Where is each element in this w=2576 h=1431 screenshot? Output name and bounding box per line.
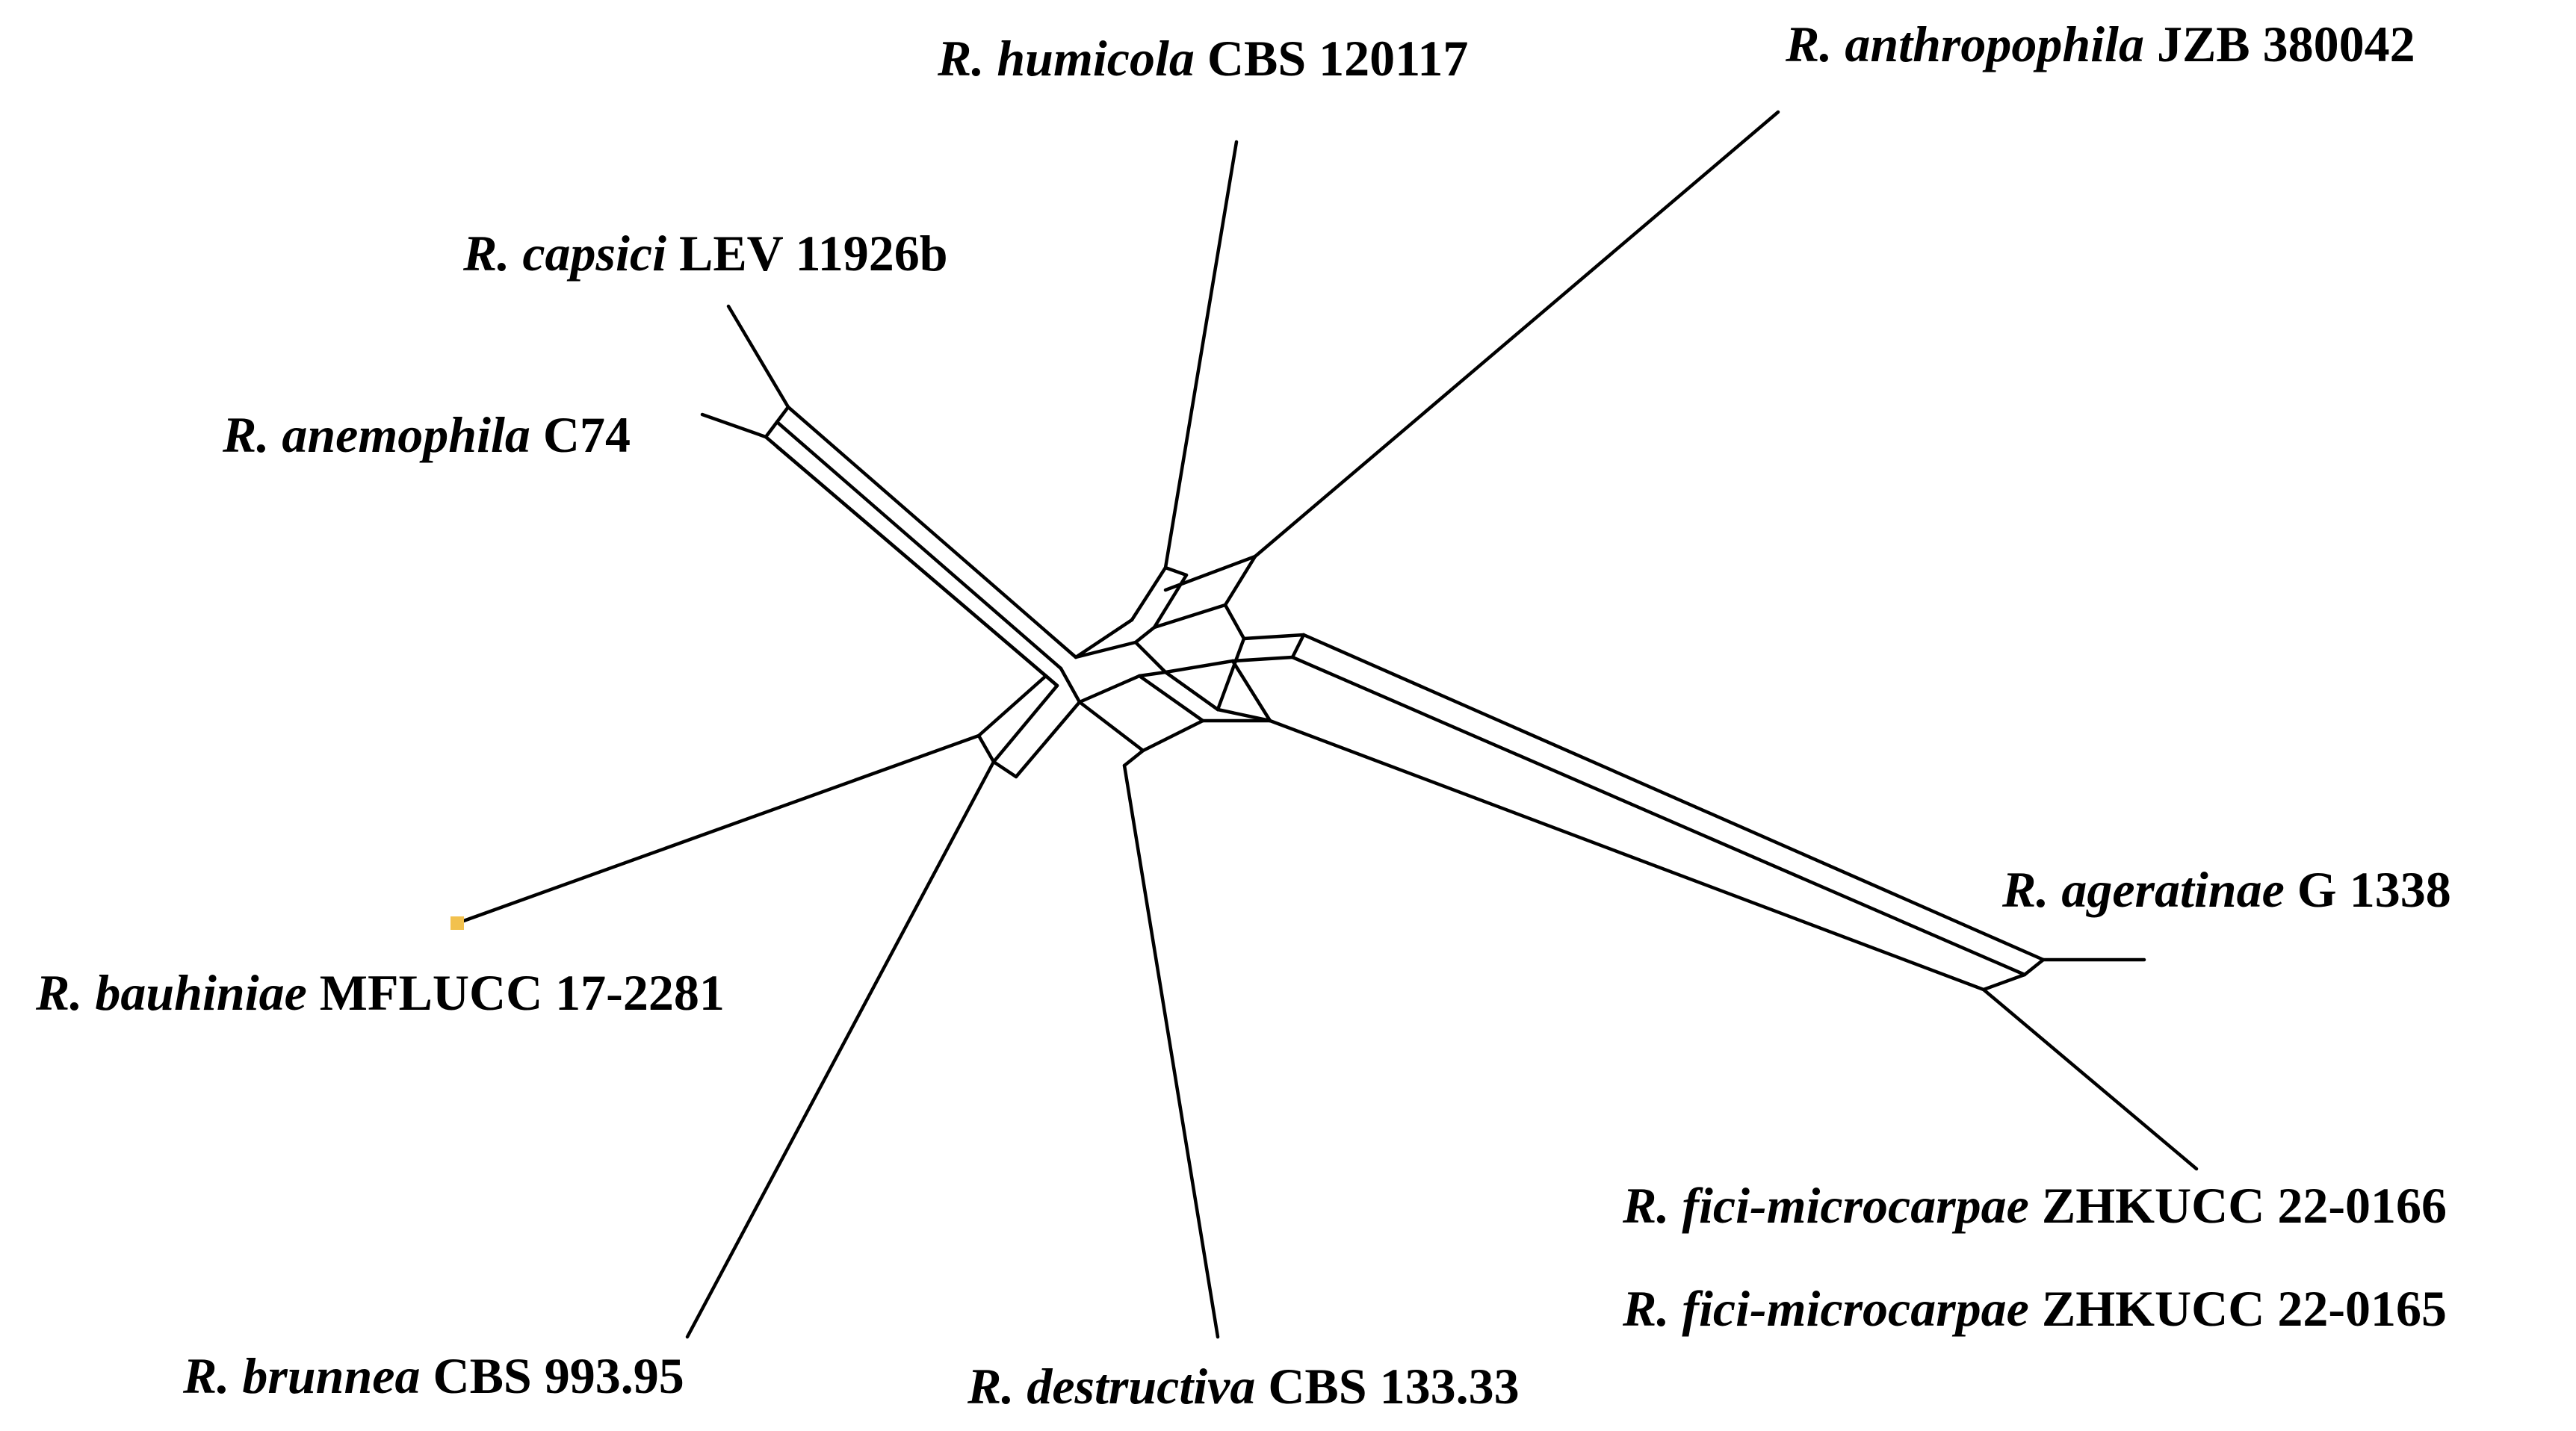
label-humicola-strain: CBS 120117	[1207, 30, 1469, 87]
edge-left-box-1	[976, 674, 1048, 738]
edge-center-16	[1242, 633, 1306, 641]
edge-humicola-box	[1163, 565, 1189, 577]
edge-center-17	[1290, 633, 1306, 659]
edge-right-bundle-2	[1290, 655, 2027, 977]
edge-center-10	[1137, 674, 1205, 723]
label-ageratinae-strain: G 1338	[2297, 861, 2451, 918]
edge-destructiva-split	[1122, 748, 1145, 768]
edge-right-bundle-1	[1301, 633, 2046, 962]
label-fici-166: R. fici-microcarpae ZHKUCC 22-0166	[1623, 1180, 2447, 1231]
edge-center-5	[1133, 625, 1157, 645]
label-capsici-strain: LEV 11926b	[678, 225, 948, 282]
edge-capsici-tip	[726, 304, 790, 409]
label-bauhiniae-strain: MFLUCC 17-2281	[319, 964, 725, 1021]
edge-anthropophila-tip	[1253, 110, 1780, 559]
edge-left-box-3	[976, 733, 996, 764]
edge-center-4	[1074, 640, 1138, 659]
label-capsici: R. capsici LEV 11926b	[463, 228, 948, 279]
edge-center-2	[1059, 666, 1082, 704]
edge-center-11	[1141, 718, 1205, 753]
label-anthropophila: R. anthropophila JZB 380042	[1786, 19, 2415, 69]
label-bauhiniae: R. bauhiniae MFLUCC 17-2281	[36, 967, 725, 1018]
label-ageratinae-genus: R. ageratinae	[2002, 861, 2285, 918]
label-brunnea-strain: CBS 993.95	[433, 1347, 684, 1404]
label-fici-165-strain: ZHKUCC 22-0165	[2041, 1280, 2447, 1337]
label-destructiva-genus: R. destructiva	[967, 1358, 1256, 1415]
edge-humicola-tip	[1163, 140, 1239, 570]
label-anthropophila-genus: R. anthropophila	[1786, 16, 2144, 72]
edge-anthropophila-d	[1223, 603, 1246, 641]
label-anemophila-strain: C74	[542, 406, 631, 463]
label-destructiva-strain: CBS 133.33	[1268, 1358, 1520, 1415]
edge-right-join-1	[2022, 957, 2046, 977]
label-destructiva: R. destructiva CBS 133.33	[967, 1361, 1520, 1412]
edge-center-12	[1163, 670, 1220, 712]
label-humicola-genus: R. humicola	[938, 30, 1195, 87]
label-ageratinae: R. ageratinae G 1338	[2002, 864, 2451, 915]
edge-center-9	[1077, 700, 1145, 753]
edge-center-1	[1074, 618, 1134, 659]
edge-bundle-1	[786, 405, 1078, 659]
edge-anthropophila-a	[1163, 554, 1257, 592]
edge-bauhiniae-tip	[457, 733, 981, 925]
edge-anthropophila-c	[1152, 603, 1227, 630]
edge-center-7	[1077, 674, 1142, 704]
label-brunnea: R. brunnea CBS 993.95	[183, 1350, 684, 1401]
edge-right-bundle-3	[1268, 718, 1986, 992]
edge-center-14	[1163, 659, 1235, 674]
edge-right-bundle-4	[1230, 659, 1272, 723]
label-fici-165: R. fici-microcarpae ZHKUCC 22-0165	[1623, 1283, 2447, 1334]
label-anemophila-genus: R. anemophila	[223, 406, 530, 463]
edge-center-6	[1133, 640, 1168, 674]
label-capsici-genus: R. capsici	[463, 225, 666, 282]
label-humicola: R. humicola CBS 120117	[938, 33, 1468, 84]
edge-center-13	[1216, 636, 1246, 712]
edge-anemophila-tip	[700, 412, 768, 439]
edge-center-8	[1137, 670, 1168, 678]
label-fici-166-strain: ZHKUCC 22-0166	[2041, 1177, 2447, 1234]
label-anthropophila-strain: JZB 380042	[2156, 16, 2415, 72]
edge-fici-tip	[1981, 987, 2199, 1171]
label-anemophila: R. anemophila C74	[223, 409, 631, 460]
label-fici-165-genus: R. fici-microcarpae	[1623, 1280, 2029, 1337]
edge-bundle-2	[775, 420, 1063, 671]
edge-left-box-5	[991, 760, 1018, 779]
edge-humicola-split	[1130, 565, 1168, 622]
edge-center-15	[1230, 655, 1295, 663]
edge-center-3	[1044, 674, 1059, 688]
edge-brunnea-tip	[685, 760, 996, 1339]
label-fici-166-genus: R. fici-microcarpae	[1623, 1177, 2029, 1234]
bauhiniae-tip-marker	[451, 916, 464, 930]
edge-destructiva-tip	[1122, 763, 1220, 1339]
edge-left-box-4	[1014, 700, 1082, 779]
edge-left-box-2	[991, 683, 1059, 764]
edge-bundle-4	[775, 444, 1059, 688]
label-brunnea-genus: R. brunnea	[183, 1347, 421, 1404]
edge-anthropophila-b	[1223, 554, 1257, 607]
edge-center-19	[1216, 707, 1272, 723]
edge-right-join-2	[1981, 972, 2027, 992]
label-bauhiniae-genus: R. bauhiniae	[36, 964, 307, 1021]
